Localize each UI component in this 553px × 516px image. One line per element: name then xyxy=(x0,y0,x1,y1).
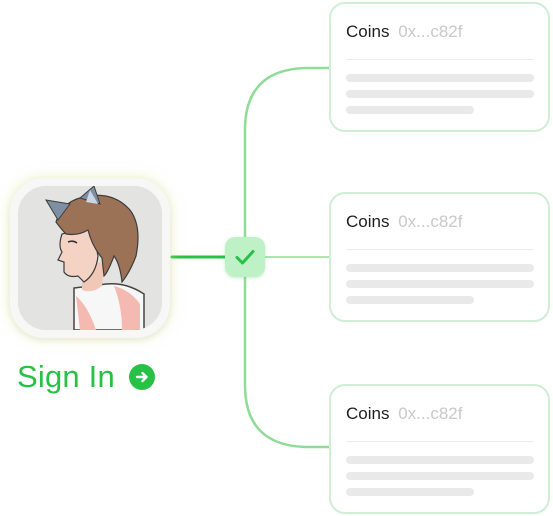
avatar-illustration xyxy=(18,186,162,330)
checkmark-icon xyxy=(235,250,255,265)
placeholder-line xyxy=(346,296,474,304)
sign-in-button[interactable]: Sign In xyxy=(17,355,155,399)
placeholder-line xyxy=(346,264,534,272)
card-header: Coins 0x...c82f xyxy=(346,212,462,232)
sign-in-label: Sign In xyxy=(17,359,115,394)
placeholder-line xyxy=(346,74,534,82)
placeholder-line xyxy=(346,488,474,496)
card-divider xyxy=(346,249,534,250)
coin-card[interactable]: Coins 0x...c82f xyxy=(329,192,550,322)
avatar-frame xyxy=(10,178,170,338)
card-title: Coins xyxy=(346,22,390,41)
wallet-address: 0x...c82f xyxy=(398,212,463,231)
card-header: Coins 0x...c82f xyxy=(346,404,462,424)
card-divider xyxy=(346,59,534,60)
placeholder-line xyxy=(346,456,534,464)
coin-card[interactable]: Coins 0x...c82f xyxy=(329,2,550,132)
avatar xyxy=(18,186,162,330)
card-divider xyxy=(346,441,534,442)
placeholder-line xyxy=(346,106,474,114)
wallet-address: 0x...c82f xyxy=(398,22,463,41)
placeholder-line xyxy=(346,280,534,288)
placeholder-line xyxy=(346,90,534,98)
placeholder-line xyxy=(346,472,534,480)
card-header: Coins 0x...c82f xyxy=(346,22,462,42)
wallet-address: 0x...c82f xyxy=(398,404,463,423)
coin-card[interactable]: Coins 0x...c82f xyxy=(329,384,550,514)
card-title: Coins xyxy=(346,212,390,231)
verified-badge xyxy=(225,237,265,277)
arrow-right-circle-icon xyxy=(128,364,155,390)
card-title: Coins xyxy=(346,404,390,423)
